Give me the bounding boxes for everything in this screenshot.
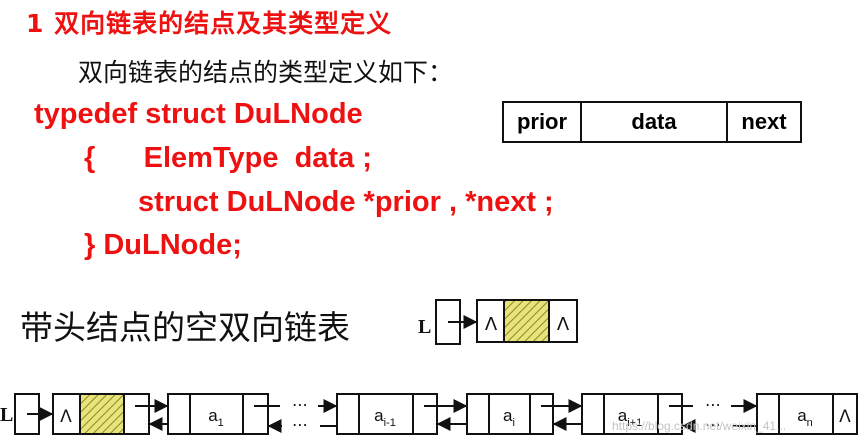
full-list-diagram: L Λ a1 ⋯ ⋯ [0,393,858,435]
svg-text:ai-1: ai-1 [374,406,396,429]
code-line-2: { ElemType data ; [84,142,372,174]
node-ai-label: a [503,406,513,425]
full-list-head-null: Λ [60,407,72,427]
code-line-3: struct DuLNode *prior , *next ; [138,186,554,218]
svg-text:a1: a1 [208,406,224,429]
node-structure-diagram: prior data next [502,101,802,143]
code-line-4: } DuLNode; [84,229,242,261]
ellipsis-backward-1: ⋯ [292,415,308,434]
node-an-label: a [797,406,807,425]
list-node-ai: ai [466,393,554,435]
ellipsis-forward-2: ⋯ [705,395,721,414]
empty-list-diagram: L Λ Λ [418,299,578,345]
svg-text:ai: ai [503,406,515,429]
svg-text:an: an [797,406,813,429]
empty-list-label: 带头结点的空双向链表 [20,308,350,347]
empty-list-prior-null: Λ [485,314,498,335]
node-an-next-null: Λ [839,407,851,427]
watermark: https://blog.csdn.net/weixin_41... [612,419,787,433]
svg-text:ai+1: ai+1 [618,406,642,429]
node-ai-1-subscript: i-1 [384,417,396,429]
node-a1-subscript: 1 [218,417,224,429]
list-node-ai-1: ai-1 [336,393,438,435]
list-node-ai+1: ai+1 [581,393,683,435]
node-an-subscript: n [807,417,813,429]
node-ai+1-label: a [618,406,628,425]
field-prior: prior [504,103,582,141]
node-a1-label: a [208,406,218,425]
full-list-head-pointer-label: L [0,404,13,426]
ellipsis-forward-1: ⋯ [292,395,308,414]
node-ai-1-label: a [374,406,384,425]
code-line-1: typedef struct DuLNode [34,98,363,130]
node-ai-subscript: i [513,417,515,429]
full-list-hatched-data [81,395,123,433]
section-heading: 1 双向链表的结点及其类型定义 [26,9,393,38]
node-ai+1-subscript: i+1 [627,417,642,429]
empty-list-next-null: Λ [557,314,570,335]
empty-list-head-pointer-label: L [418,316,431,338]
list-node-an: an Λ [756,393,858,435]
field-next: next [741,109,787,134]
field-data: data [582,103,728,141]
intro-text: 双向链表的结点的类型定义如下： [78,58,454,87]
ellipsis-backward-2: ⋯ [705,415,721,434]
list-node-a1: a1 [167,393,269,435]
empty-list-hatched-data [505,301,548,341]
